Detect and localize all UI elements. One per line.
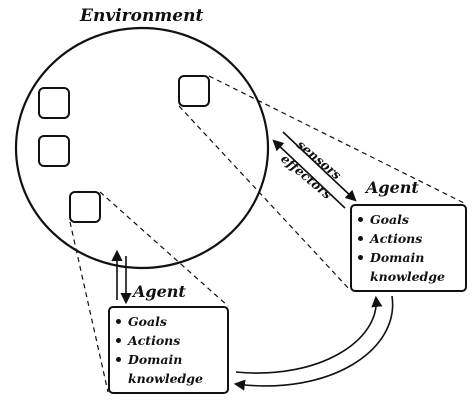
environment-component-box <box>38 135 70 167</box>
agent-communication-arrow <box>235 295 383 374</box>
agent-knowledge-list: Goals Actions Domain knowledge <box>356 210 461 286</box>
agent-title: Agent <box>366 178 419 197</box>
environment-component-box <box>178 75 210 107</box>
effectors-arrow <box>272 139 346 209</box>
agent-knowledge-list: Goals Actions Domain knowledge <box>114 312 223 388</box>
agent-box: Goals Actions Domain knowledge <box>108 306 229 394</box>
environment-circle <box>14 26 270 270</box>
domain-word: Domain <box>370 250 425 265</box>
sensors-arrow <box>282 131 357 202</box>
agent-domain-knowledge-item: Domain knowledge <box>114 350 223 388</box>
projection-line <box>208 75 467 205</box>
agent-actions-item: Actions <box>356 229 461 248</box>
agent-title: Agent <box>133 282 186 301</box>
projection-line <box>69 221 109 393</box>
agent-domain-knowledge-item: Domain knowledge <box>356 248 461 286</box>
agent-box: Goals Actions Domain knowledge <box>350 204 467 292</box>
agent-goals-item: Goals <box>114 312 223 331</box>
agent-actions-item: Actions <box>114 331 223 350</box>
knowledge-word: knowledge <box>370 269 445 284</box>
environment-component-box <box>38 87 70 119</box>
knowledge-word: knowledge <box>128 371 203 386</box>
projection-line <box>99 191 229 307</box>
domain-word: Domain <box>128 352 183 367</box>
agent-communication-arrow <box>233 295 394 391</box>
environment-component-box <box>69 191 101 223</box>
projection-line <box>178 105 351 291</box>
environment-title: Environment <box>80 6 204 26</box>
agent-goals-item: Goals <box>356 210 461 229</box>
